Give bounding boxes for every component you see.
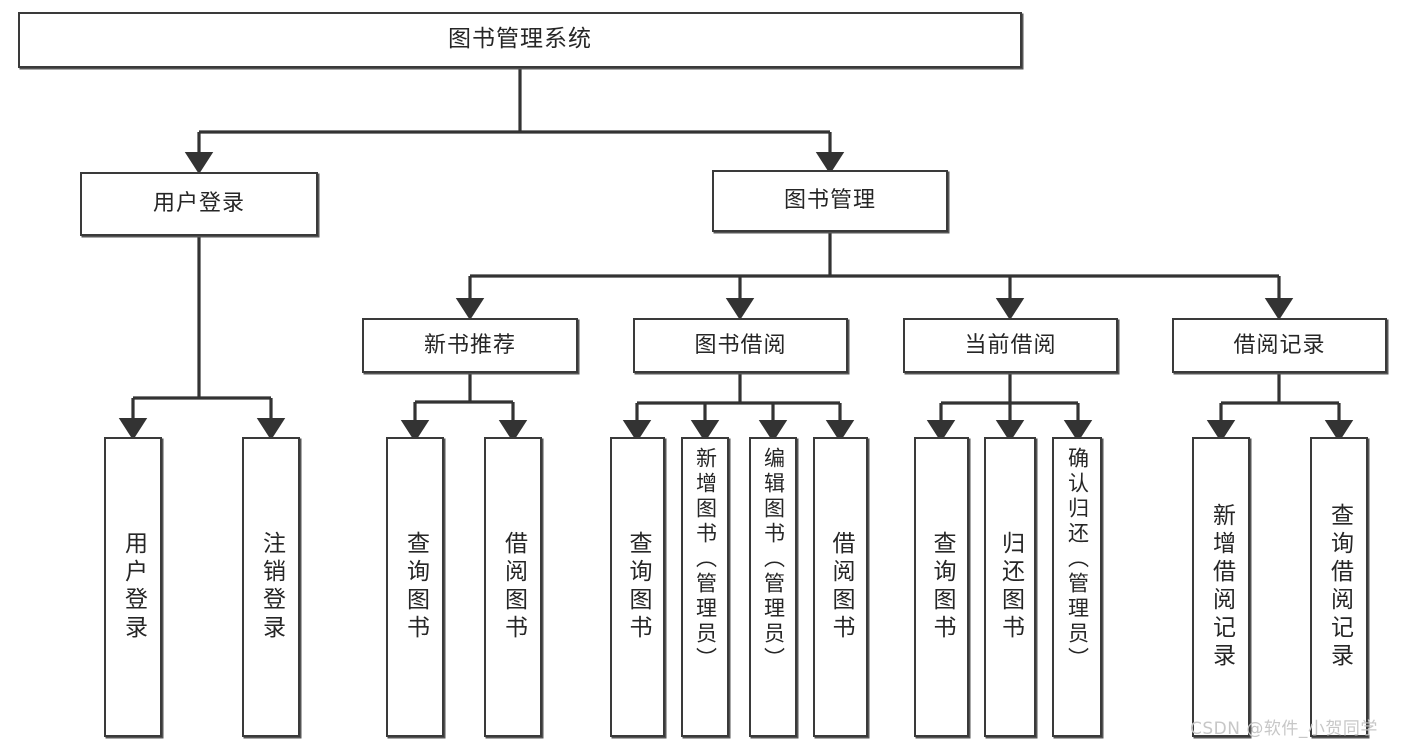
leaf-return-book[interactable]: 归还图书 — [984, 437, 1036, 737]
leaf-add-book-admin[interactable]: 新增图书（管理员） — [681, 437, 729, 737]
node-label: 当前借阅 — [964, 332, 1057, 358]
node-label: 用户登录 — [120, 531, 147, 643]
node-new-book-recommend[interactable]: 新书推荐 — [362, 318, 578, 373]
leaf-query-borrow-record[interactable]: 查询借阅记录 — [1310, 437, 1368, 737]
node-label: 图书管理 — [783, 188, 876, 214]
leaf-query-book-recommend[interactable]: 查询图书 — [386, 437, 444, 737]
leaf-confirm-return-admin[interactable]: 确认归还（管理员） — [1052, 437, 1102, 737]
node-label: 查询图书 — [625, 531, 651, 643]
node-borrow-record[interactable]: 借阅记录 — [1172, 318, 1387, 373]
leaf-borrow-book-recommend[interactable]: 借阅图书 — [484, 437, 542, 737]
node-label: 用户登录 — [152, 191, 245, 217]
node-book-borrow[interactable]: 图书借阅 — [633, 318, 848, 373]
leaf-logout[interactable]: 注销登录 — [242, 437, 300, 737]
leaf-edit-book-admin[interactable]: 编辑图书（管理员） — [749, 437, 797, 737]
node-label: 图书借阅 — [694, 332, 787, 358]
csdn-watermark: CSDN @软件_小贺同学 — [1190, 719, 1378, 739]
leaf-user-login[interactable]: 用户登录 — [104, 437, 162, 737]
leaf-query-book-current[interactable]: 查询图书 — [914, 437, 969, 737]
node-label: 借阅记录 — [1233, 332, 1326, 358]
node-label: 新增图书（管理员） — [693, 447, 718, 672]
node-user-login[interactable]: 用户登录 — [80, 172, 318, 236]
node-label: 新书推荐 — [423, 332, 516, 358]
node-label: 查询图书 — [929, 531, 955, 643]
node-root-book-management-system[interactable]: 图书管理系统 — [18, 12, 1022, 68]
node-book-management[interactable]: 图书管理 — [712, 170, 948, 232]
node-label: 图书管理系统 — [448, 26, 592, 53]
node-label: 查询借阅记录 — [1326, 503, 1353, 671]
node-label: 借阅图书 — [828, 531, 854, 643]
node-current-borrow[interactable]: 当前借阅 — [903, 318, 1118, 373]
node-label: 归还图书 — [997, 531, 1024, 643]
leaf-query-book-borrow[interactable]: 查询图书 — [610, 437, 665, 737]
leaf-add-borrow-record[interactable]: 新增借阅记录 — [1192, 437, 1250, 737]
node-label: 查询图书 — [402, 531, 429, 643]
leaf-borrow-book[interactable]: 借阅图书 — [813, 437, 868, 737]
node-label: 确认归还（管理员） — [1065, 447, 1090, 672]
node-label: 注销登录 — [258, 531, 285, 643]
node-label: 新增借阅记录 — [1208, 503, 1235, 671]
node-label: 编辑图书（管理员） — [761, 447, 786, 672]
node-label: 借阅图书 — [500, 531, 527, 643]
